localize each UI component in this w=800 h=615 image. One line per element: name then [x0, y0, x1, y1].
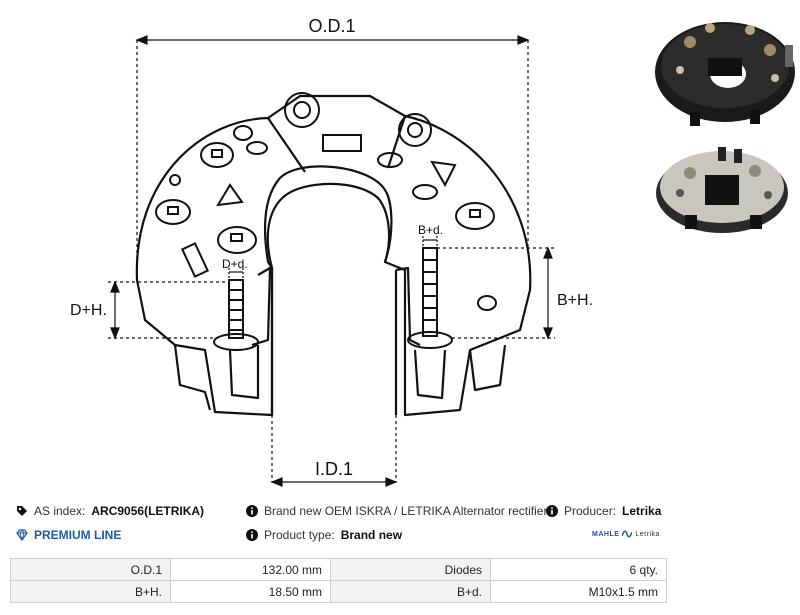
bd-label: B+d.	[418, 223, 443, 237]
letrika-wave-icon	[622, 530, 633, 538]
spec-key: B+H.	[10, 580, 171, 603]
spec-value: 18.50 mm	[170, 580, 331, 603]
spec-table: O.D.1 132.00 mm Diodes 6 qty. B+H. 18.50…	[10, 558, 667, 603]
product-photo-bottom	[650, 135, 800, 240]
spec-value: 132.00 mm	[170, 558, 331, 581]
product-type: Product type: Brand new	[246, 528, 402, 542]
mahle-letrika-logo: MAHLE Letrika	[592, 530, 660, 538]
info-icon	[246, 529, 258, 541]
producer: Producer: Letrika	[546, 504, 661, 518]
table-row: O.D.1 132.00 mm Diodes 6 qty.	[10, 558, 667, 581]
description: Brand new OEM ISKRA / LETRIKA Alternator…	[246, 504, 547, 518]
terminal-top-left	[284, 92, 320, 128]
dh-label: D+H.	[70, 302, 107, 319]
od-label: O.D.1	[308, 16, 355, 36]
terminal-top-right	[398, 113, 432, 147]
spec-value: 6 qty.	[490, 558, 667, 581]
product-type-value: Brand new	[340, 528, 403, 542]
premium-line-badge: PREMIUM LINE	[16, 528, 121, 542]
as-index-value: ARC9056(LETRIKA)	[91, 504, 205, 518]
spec-key: O.D.1	[10, 558, 171, 581]
bh-label: B+H.	[557, 292, 593, 309]
table-row: B+H. 18.50 mm B+d. M10x1.5 mm	[10, 580, 667, 603]
center-slot	[266, 182, 391, 269]
rectifier-technical-drawing: O.D.1 I.D.1 B+H. D+H. B+d. D+d.	[70, 16, 593, 487]
id-label: I.D.1	[315, 459, 353, 479]
producer-value: Letrika	[622, 504, 662, 518]
rectifier-outline	[135, 94, 532, 417]
product-photo-top	[650, 0, 800, 135]
info-icon	[246, 505, 258, 517]
info-row-1: AS index: ARC9056(LETRIKA) Brand new OEM…	[0, 500, 800, 524]
as-index: AS index: ARC9056(LETRIKA)	[16, 504, 204, 518]
spec-key: B+d.	[330, 580, 491, 603]
spec-value: M10x1.5 mm	[490, 580, 667, 603]
dd-label: D+d.	[222, 257, 248, 271]
info-icon	[546, 505, 558, 517]
spec-key: Diodes	[330, 558, 491, 581]
diamond-icon	[16, 529, 28, 541]
info-row-2: PREMIUM LINE Product type: Brand new	[0, 524, 800, 548]
tag-icon	[17, 506, 27, 516]
